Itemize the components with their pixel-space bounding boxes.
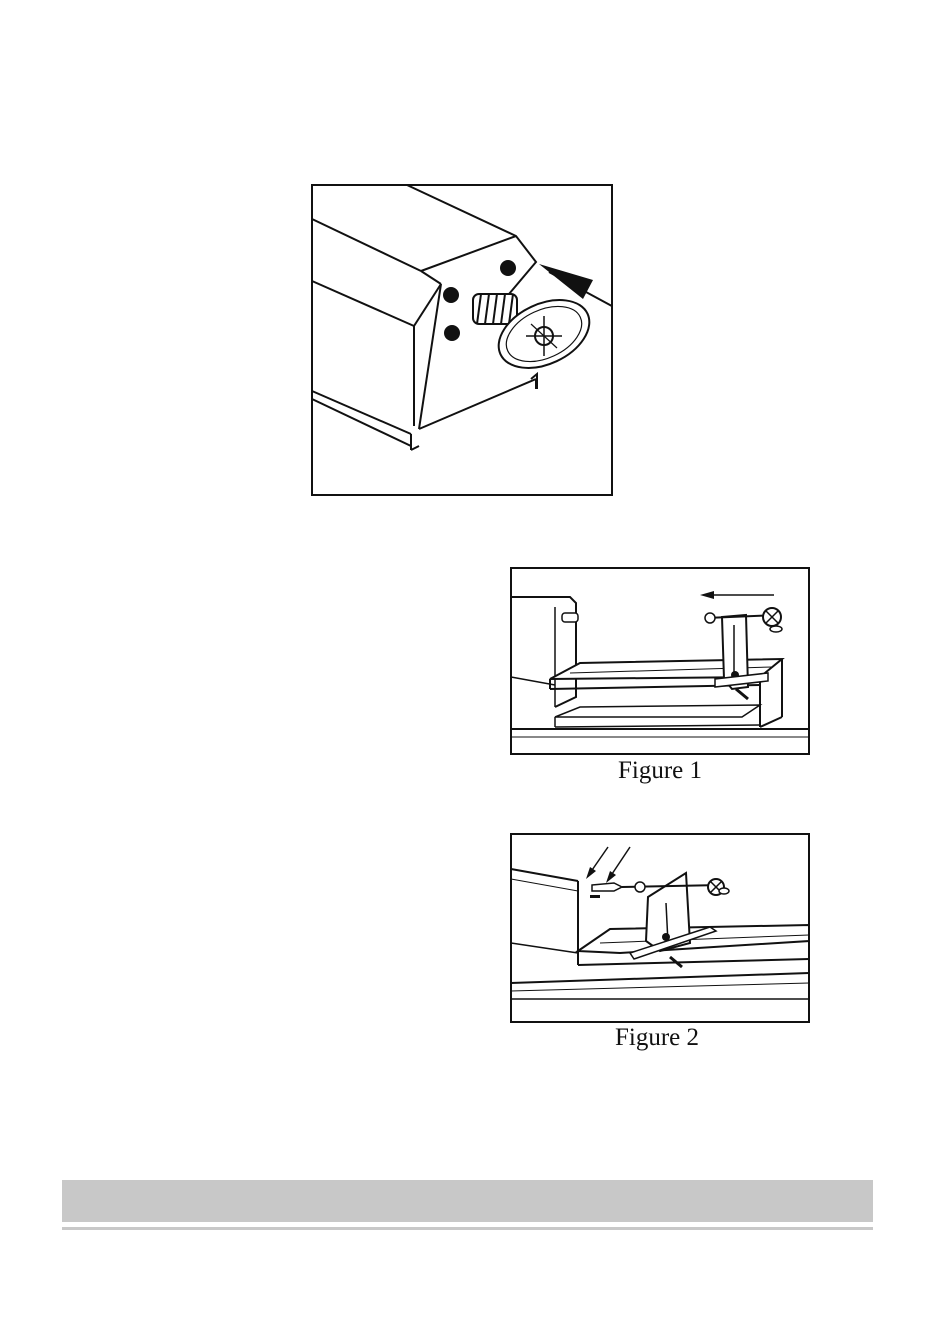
footer-band: [62, 1180, 873, 1222]
figure-1-caption: Figure 1: [560, 757, 760, 785]
figure-2-illustration: [510, 833, 810, 1023]
figure-2-caption: Figure 2: [557, 1024, 757, 1052]
figure-1-illustration: [510, 567, 810, 755]
footer-rule: [62, 1227, 873, 1230]
headstock-spindle-illustration: [311, 184, 613, 496]
